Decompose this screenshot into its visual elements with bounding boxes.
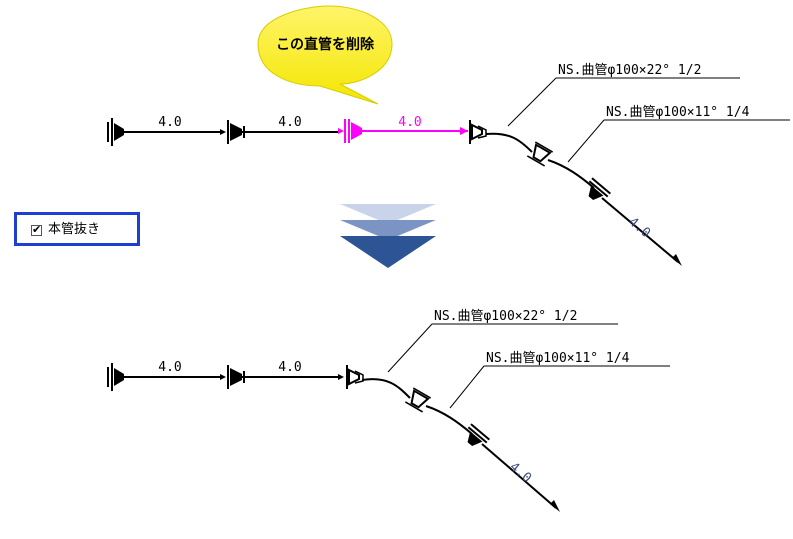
main-pipe-removal-option: ✔ 本管抜き xyxy=(14,212,140,246)
flange-joint-icon xyxy=(220,120,245,144)
bend-icon xyxy=(469,120,487,144)
callout-text: この直管を削除 xyxy=(276,36,375,53)
bend-label-leader: NS.曲管φ100×11° 1/4 xyxy=(449,351,670,409)
pipe-segment: 4.0 xyxy=(601,197,682,266)
checkbox-icon[interactable]: ✔ xyxy=(31,223,42,236)
before-diagram: この直管を削除 4.0 4.0 4.0 xyxy=(107,5,790,266)
pipe-segment: 4.0 xyxy=(242,115,338,133)
bend-label-leader: NS.曲管φ100×22° 1/2 xyxy=(387,309,618,373)
bend-icon xyxy=(526,141,554,167)
after-diagram: 4.0 4.0 xyxy=(107,309,670,512)
pipe-length-label: 4.0 xyxy=(158,360,181,375)
flange-joint-icon xyxy=(588,177,611,201)
pipe-segment: 4.0 xyxy=(122,360,220,378)
pipe-segment: 4.0 xyxy=(242,360,338,378)
checkbox-label[interactable]: 本管抜き xyxy=(48,222,101,237)
down-arrow-icon xyxy=(340,204,436,268)
pipe-segment: 4.0 xyxy=(122,115,220,133)
bend-label: NS.曲管φ100×11° 1/4 xyxy=(606,105,750,120)
pipe-length-label: 4.0 xyxy=(278,115,301,130)
flange-joint-icon xyxy=(467,423,490,447)
callout-bubble: この直管を削除 xyxy=(257,5,393,105)
bend-icon xyxy=(404,387,432,413)
flange-joint-icon xyxy=(338,119,362,143)
bend-label-leader: NS.曲管φ100×11° 1/4 xyxy=(567,105,790,163)
bend-label: NS.曲管φ100×11° 1/4 xyxy=(486,351,630,366)
flange-joint-icon xyxy=(107,363,124,391)
check-mark: ✔ xyxy=(32,223,42,236)
bend-icon xyxy=(338,365,364,389)
highlighted-pipe-segment: 4.0 xyxy=(360,115,468,135)
pipe-length-label: 4.0 xyxy=(278,360,301,375)
highlighted-pipe-length-label: 4.0 xyxy=(398,115,421,130)
bend-label: NS.曲管φ100×22° 1/2 xyxy=(558,63,701,78)
pipe-length-label: 4.0 xyxy=(506,460,534,487)
bend-label: NS.曲管φ100×22° 1/2 xyxy=(434,309,577,324)
pipe-length-label: 4.0 xyxy=(158,115,181,130)
flange-joint-icon xyxy=(220,365,245,389)
pipe-segment: 4.0 xyxy=(481,443,560,512)
flange-joint-icon xyxy=(107,118,124,146)
bend-label-leader: NS.曲管φ100×22° 1/2 xyxy=(507,63,740,127)
